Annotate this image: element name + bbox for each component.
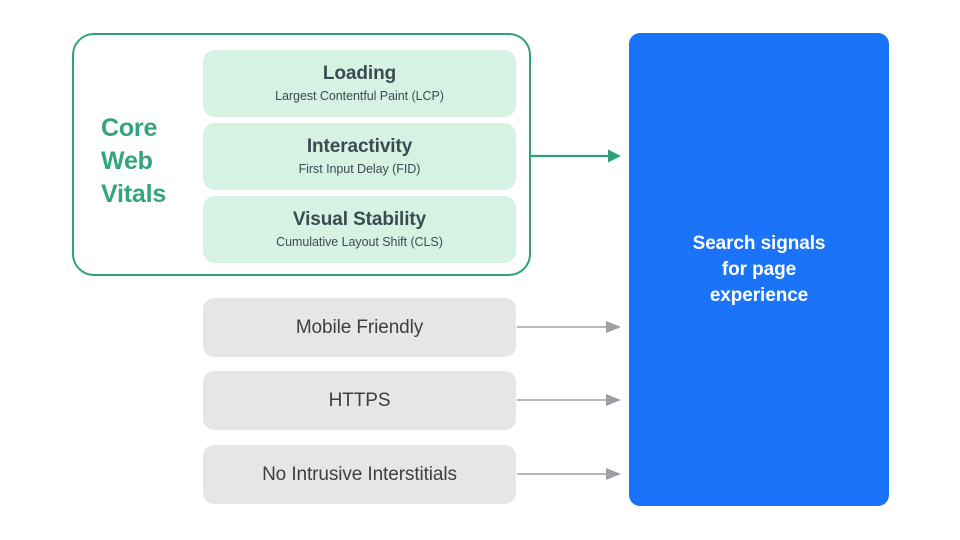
metric-subtitle: First Input Delay (FID)	[298, 162, 421, 176]
metric-subtitle: Largest Contentful Paint (LCP)	[275, 89, 444, 103]
metric-card-visual-stability[interactable]: Visual Stability Cumulative Layout Shift…	[203, 196, 516, 263]
signal-card-mobile-friendly[interactable]: Mobile Friendly	[203, 298, 516, 357]
metric-title: Visual Stability	[292, 209, 427, 230]
no-intrusive-interstitials-arrow	[517, 468, 621, 480]
search-signals-label-line-1: Search signals	[692, 232, 826, 254]
mobile-friendly-arrow	[517, 321, 621, 333]
signal-card-no-intrusive-interstitials[interactable]: No Intrusive Interstitials	[203, 445, 516, 504]
metric-card-loading[interactable]: Loading Largest Contentful Paint (LCP)	[203, 50, 516, 117]
core-web-vitals-label-line-2: Web	[101, 147, 153, 175]
search-signals-label: Search signals for page experience	[693, 231, 826, 309]
core-web-vitals-group	[72, 33, 531, 276]
metric-subtitle: Cumulative Layout Shift (CLS)	[276, 235, 443, 249]
search-signals-label-line-3: experience	[709, 284, 809, 306]
signal-label: No Intrusive Interstitials	[262, 463, 457, 485]
metric-card-interactivity[interactable]: Interactivity First Input Delay (FID)	[203, 123, 516, 190]
metric-title: Interactivity	[306, 136, 413, 157]
search-signals-box[interactable]: Search signals for page experience	[629, 33, 889, 506]
core-web-vitals-arrow	[531, 149, 621, 163]
signal-label: HTTPS	[328, 389, 391, 411]
core-web-vitals-label-line-1: Core	[101, 114, 158, 142]
metric-title: Loading	[322, 63, 397, 84]
core-web-vitals-label: Core Web Vitals	[101, 112, 196, 211]
core-web-vitals-label-line-3: Vitals	[101, 180, 167, 208]
signal-card-https[interactable]: HTTPS	[203, 371, 516, 430]
signal-label: Mobile Friendly	[295, 316, 424, 338]
https-arrow	[517, 394, 621, 406]
search-signals-label-line-2: for page	[721, 258, 797, 280]
